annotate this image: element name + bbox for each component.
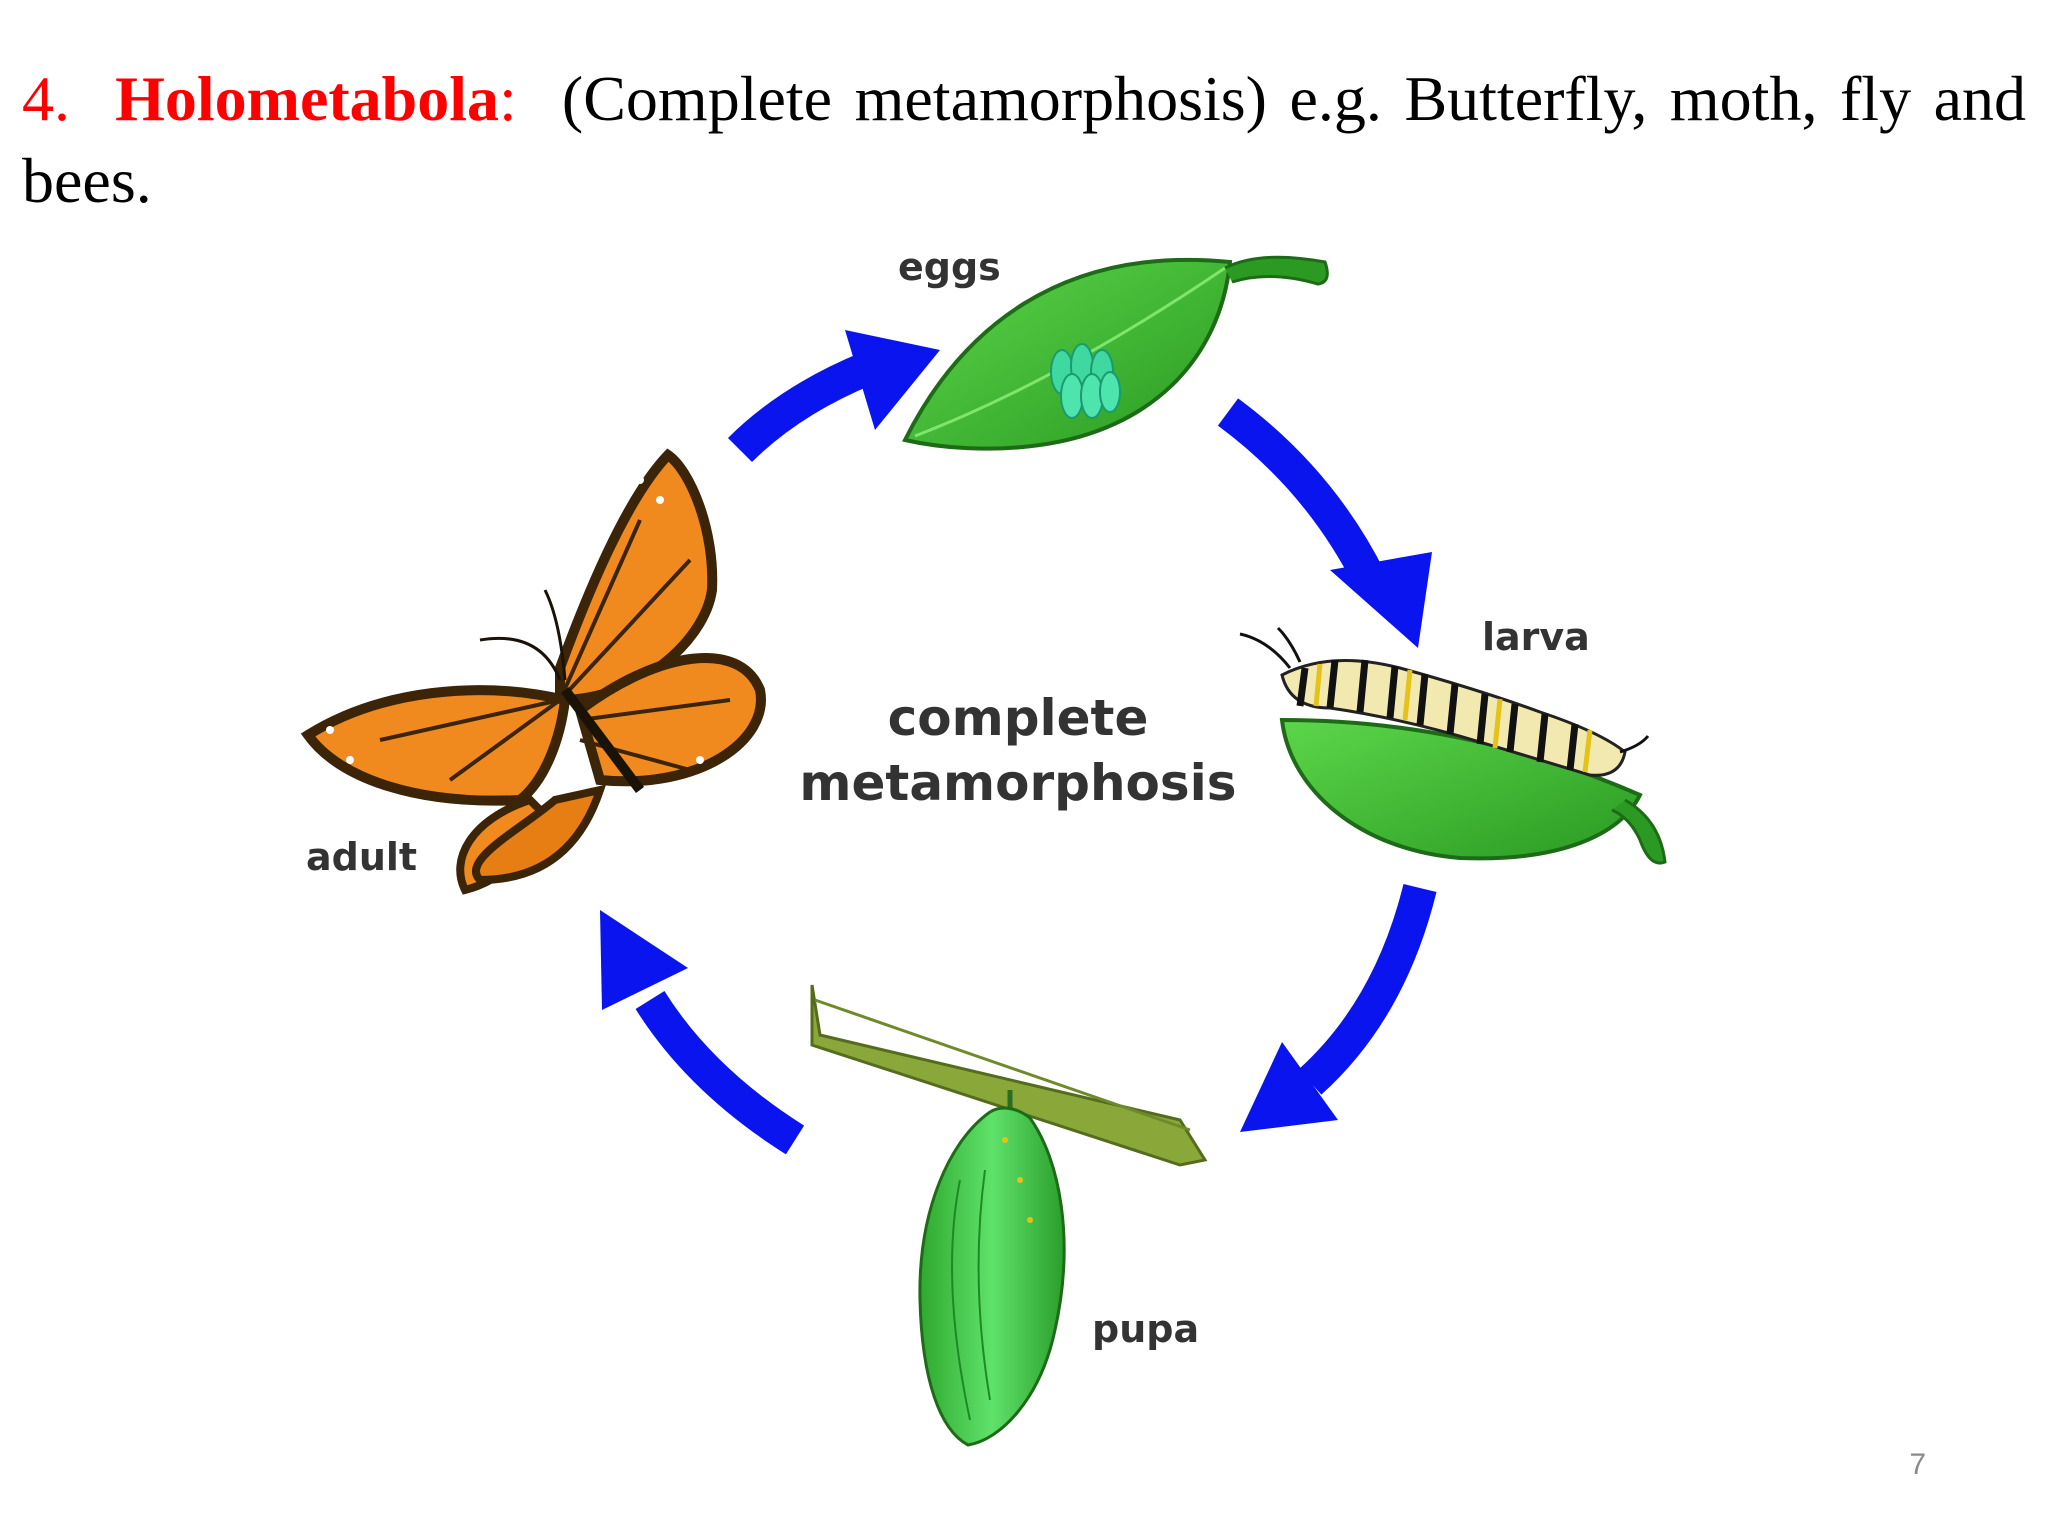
label-larva: larva xyxy=(1482,615,1590,659)
caterpillar xyxy=(1239,626,1650,777)
pupa-illustration xyxy=(810,984,1208,1447)
heading-colon: : xyxy=(499,63,517,134)
arrow-eggs-to-larva xyxy=(1217,398,1432,648)
label-eggs: eggs xyxy=(898,245,1001,289)
slide-heading: 4. Holometabola: (Complete metamorphosis… xyxy=(22,58,2026,222)
arrow-larva-to-pupa xyxy=(1240,883,1437,1132)
larva-illustration xyxy=(1239,626,1667,865)
butterfly-illustration xyxy=(300,448,766,895)
heading-number: 4. xyxy=(22,63,70,134)
eggs-leaf-illustration xyxy=(902,255,1329,451)
page-number: 7 xyxy=(1909,1448,1926,1481)
chrysalis xyxy=(918,1106,1066,1447)
center-title-line2: metamorphosis xyxy=(799,754,1236,812)
heading-description: (Complete metamorphosis) e.g. Butterfly,… xyxy=(22,63,2027,216)
arrow-adult-to-eggs xyxy=(727,330,940,463)
heading-term: Holometabola xyxy=(115,63,500,134)
label-adult: adult xyxy=(306,835,417,879)
center-title-line1: complete xyxy=(888,689,1149,747)
arrow-pupa-to-adult xyxy=(600,910,805,1155)
egg-cluster xyxy=(1050,343,1121,419)
label-pupa: pupa xyxy=(1092,1307,1199,1351)
